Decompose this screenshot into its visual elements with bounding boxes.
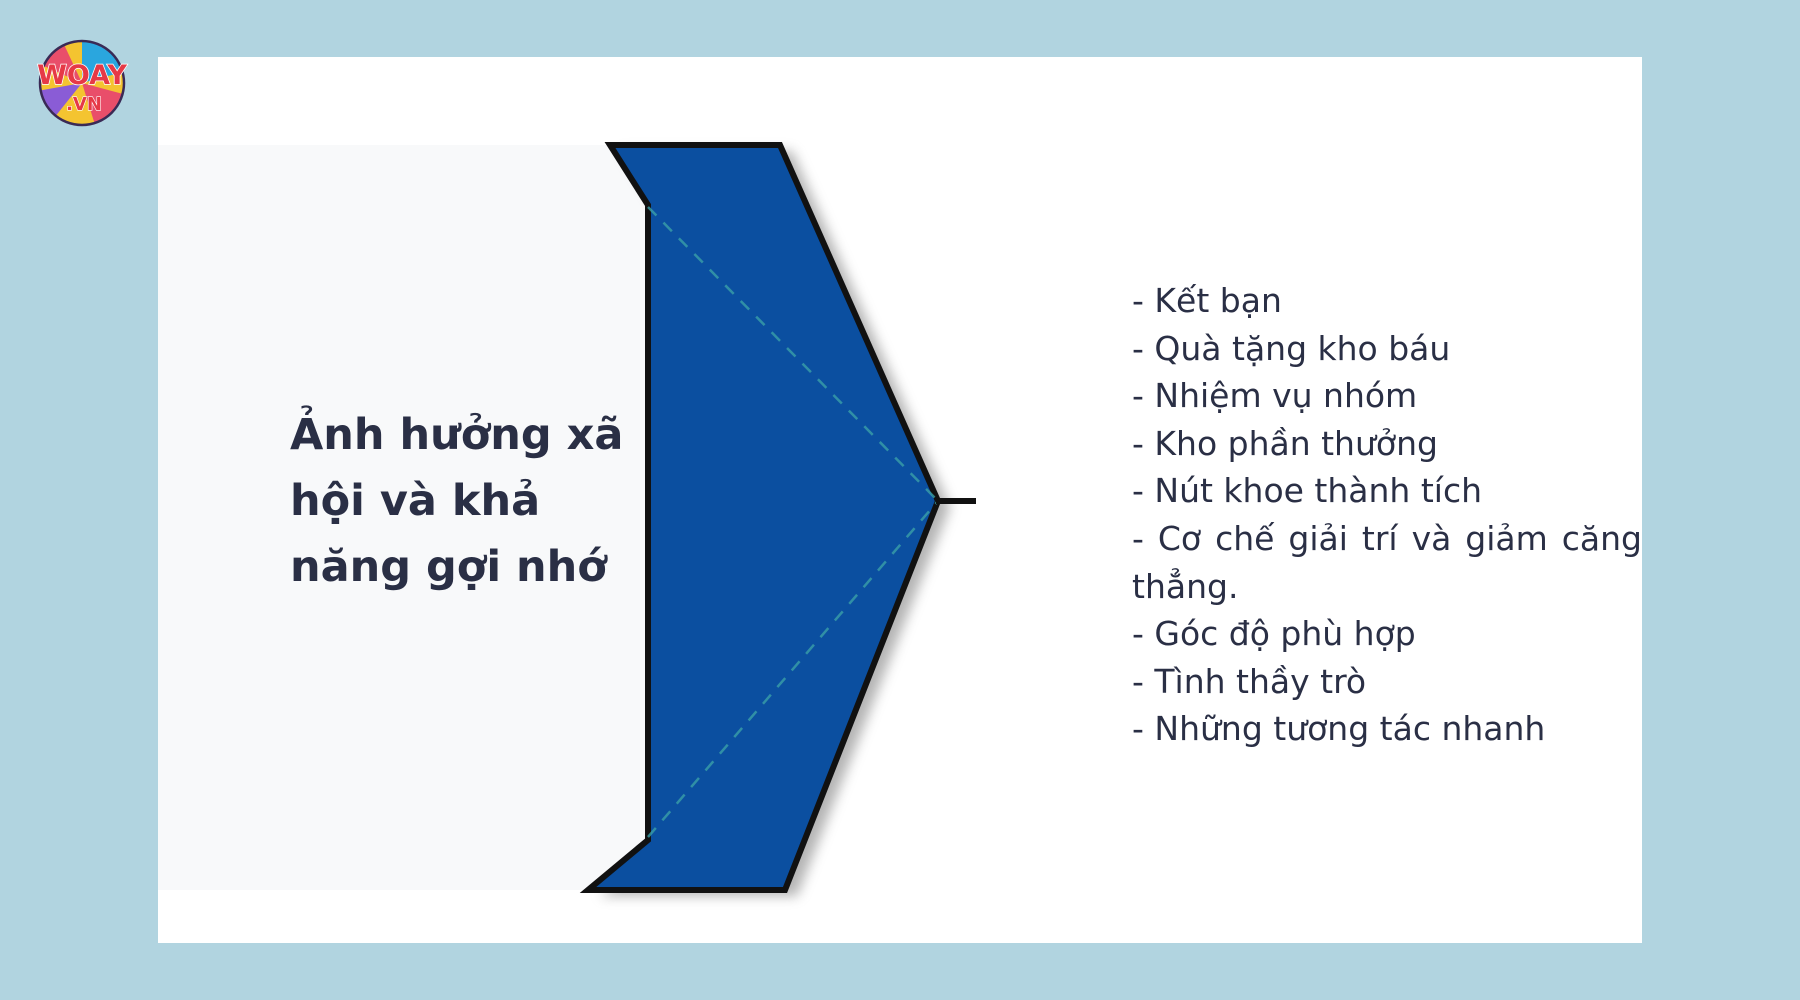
list-item: - Cơ chế giải trí và giảm căng thẳng. (1132, 518, 1642, 606)
list-item: - Nút khoe thành tích (1132, 471, 1482, 511)
diagram-title: Ảnh hưởng xã hội và khả năng gợi nhớ (290, 410, 624, 592)
list-item: - Những tương tác nhanh (1132, 709, 1546, 749)
list-item: - Kết bạn (1132, 281, 1282, 320)
list-item: - Tình thầy trò (1132, 661, 1367, 701)
slide-card: Ảnh hưởng xã hội và khả năng gợi nhớ - K… (158, 57, 1642, 943)
woay-logo-badge: WOAY .VN (36, 39, 128, 127)
logo-bottom-text: .VN (66, 94, 102, 115)
chevron-body (579, 142, 942, 893)
list-item: - Góc độ phù hợp (1132, 614, 1416, 654)
chevron-arrow (579, 142, 976, 896)
logo-top-text: WOAY (37, 60, 127, 91)
list-item: - Nhiệm vụ nhóm (1132, 376, 1418, 416)
list-item: - Quà tặng kho báu (1132, 328, 1451, 368)
woay-logo: WOAY .VN (26, 38, 138, 128)
feature-list: - Kết bạn - Quà tặng kho báu - Nhiệm vụ … (1132, 277, 1642, 753)
list-item: - Kho phần thưởng (1132, 423, 1438, 463)
